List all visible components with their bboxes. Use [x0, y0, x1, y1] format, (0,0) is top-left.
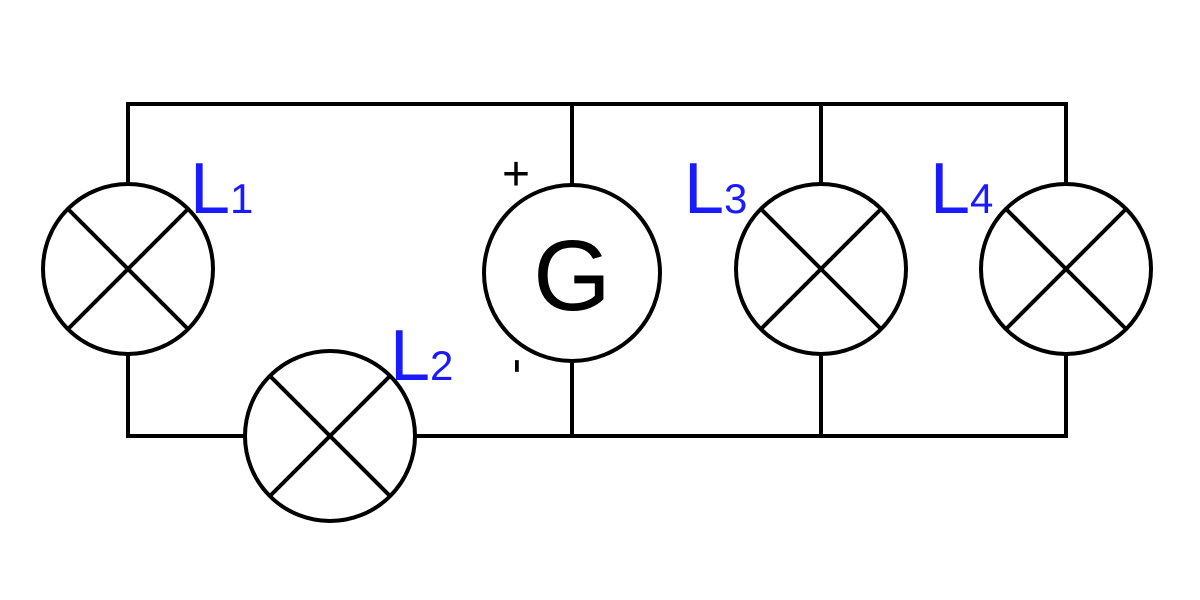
lamp-cross-icon — [66, 207, 190, 331]
wires — [126, 102, 1068, 438]
generator-plus: + — [502, 148, 530, 201]
generator: G — [482, 183, 662, 363]
lamp-cross-icon — [759, 207, 883, 331]
lamp-l1 — [41, 182, 215, 356]
generator-minus: - — [493, 358, 546, 374]
label-l4: L4 — [930, 149, 993, 229]
label-l3: L3 — [684, 149, 747, 229]
lamp-cross-icon — [1004, 207, 1128, 331]
lamp-l2 — [243, 349, 417, 523]
lamp-l3 — [734, 182, 908, 356]
lamp-cross-icon — [268, 374, 392, 498]
label-l2: L2 — [390, 316, 453, 396]
lamp-l4 — [979, 182, 1153, 356]
label-l1: L1 — [190, 149, 253, 229]
generator-circle — [482, 183, 662, 363]
generator-symbol: G — [533, 220, 611, 332]
